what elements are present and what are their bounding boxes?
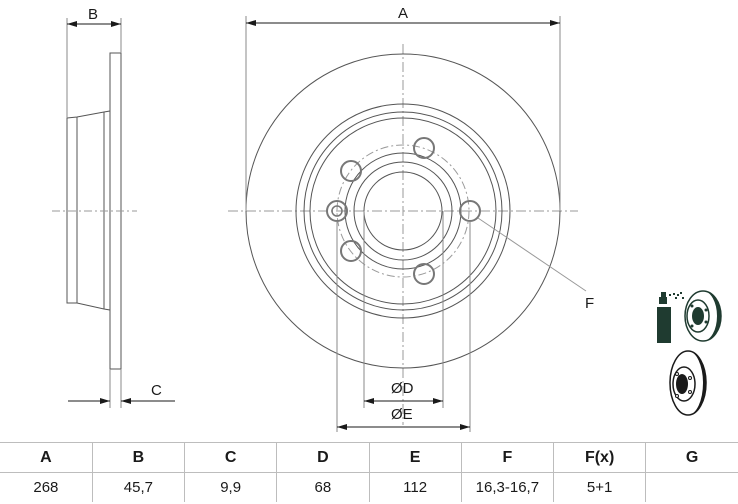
- spec-table: A B C D E F F(x) G 268 45,7 9,9 68 112 1…: [0, 442, 738, 502]
- center-ring-middle: [353, 161, 453, 261]
- label-a: A: [398, 5, 409, 22]
- hat-ring-inner: [309, 117, 497, 305]
- hat-ring-outer: [295, 103, 511, 319]
- front-view: [228, 16, 587, 432]
- label-d: ØD: [391, 380, 414, 397]
- value-b: 45,7: [91, 472, 186, 502]
- bolt-hole-upper-left: [340, 160, 362, 182]
- spray-coated-disc-icon: [657, 290, 722, 343]
- spec-table-header-row: A B C D E F F(x) G: [0, 442, 738, 473]
- spec-table-value-row: 268 45,7 9,9 68 112 16,3-16,7 5+1: [0, 472, 738, 502]
- value-c: 9,9: [183, 472, 278, 502]
- leader-f: [477, 217, 587, 292]
- brake-disc-drawing: [52, 16, 722, 432]
- hat-ring-middle: [303, 111, 503, 311]
- bolt-hole-lower-left: [340, 240, 362, 262]
- label-b: B: [88, 6, 99, 23]
- header-fx: F(x): [552, 442, 647, 473]
- label-f: F: [585, 295, 595, 312]
- value-f: 16,3-16,7: [460, 472, 555, 502]
- value-d: 68: [276, 472, 370, 502]
- value-a: 268: [0, 472, 93, 502]
- value-fx: 5+1: [552, 472, 647, 502]
- header-c: C: [183, 442, 278, 473]
- label-e: ØE: [391, 406, 413, 423]
- label-c: C: [151, 382, 162, 399]
- header-d: D: [276, 442, 370, 473]
- bolt-hole-lower-right: [413, 263, 435, 285]
- header-a: A: [0, 442, 93, 473]
- bolt-circle: [336, 144, 470, 278]
- locating-hole: [331, 205, 343, 217]
- side-view: [66, 18, 122, 408]
- header-f: F: [460, 442, 555, 473]
- side-view-hat: [66, 110, 111, 311]
- header-e: E: [368, 442, 462, 473]
- header-g: G: [645, 442, 738, 473]
- brake-disc-icon: [669, 350, 707, 416]
- bolt-holes: [326, 137, 481, 285]
- bolt-hole-upper-right: [413, 137, 435, 159]
- value-g: [645, 472, 738, 502]
- header-b: B: [91, 442, 186, 473]
- value-e: 112: [368, 472, 462, 502]
